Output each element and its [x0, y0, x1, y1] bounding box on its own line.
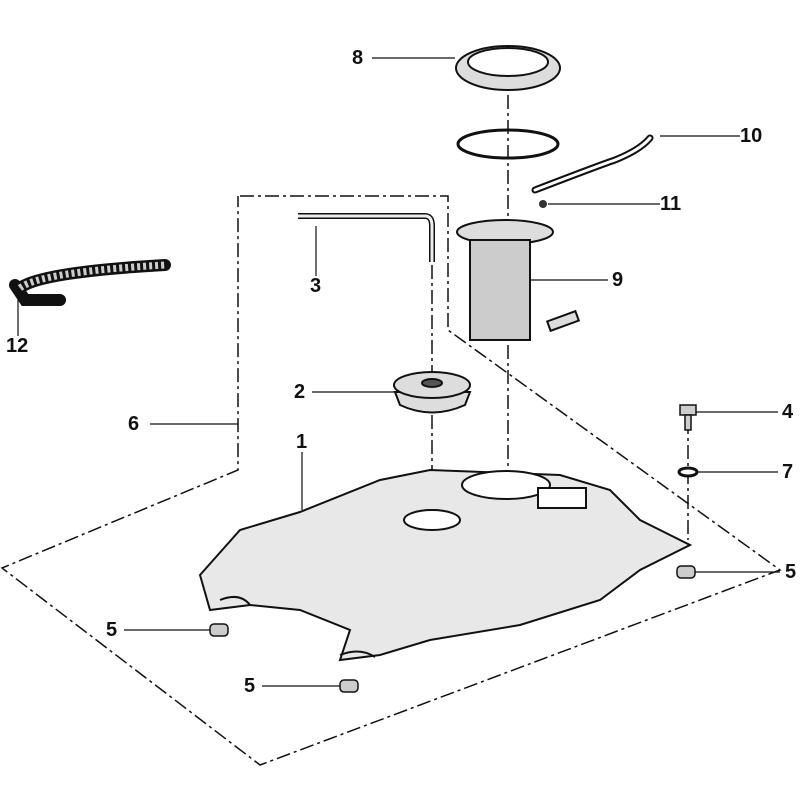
callout-8: 8 — [352, 47, 364, 69]
callout-10: 10 — [740, 125, 763, 147]
callout-12: 12 — [6, 335, 29, 357]
clamp — [539, 200, 547, 208]
callout-3: 3 — [310, 275, 322, 297]
callout-5: 5 — [106, 619, 118, 641]
callout-9: 9 — [612, 269, 624, 291]
fuel-cap — [393, 371, 472, 414]
bolt — [679, 404, 697, 416]
assembly-boundary — [0, 70, 782, 766]
callout-6: 6 — [128, 413, 140, 435]
callout-5: 5 — [244, 675, 256, 697]
gasket — [456, 128, 560, 160]
callout-4: 4 — [782, 401, 794, 423]
lock-ring — [455, 45, 561, 91]
callout-11: 11 — [660, 193, 682, 215]
fuel-pump — [456, 219, 581, 341]
callout-5: 5 — [785, 561, 797, 583]
leader-lines — [17, 57, 780, 687]
callout-1: 1 — [296, 431, 308, 453]
rubber-mount — [209, 623, 229, 637]
callout-2: 2 — [294, 381, 306, 403]
vent-tube — [298, 214, 434, 262]
rubber-mount — [339, 679, 359, 693]
fuel-tank — [198, 468, 693, 662]
callout-7: 7 — [782, 461, 794, 483]
washer — [677, 466, 699, 478]
rubber-mount — [676, 565, 696, 579]
